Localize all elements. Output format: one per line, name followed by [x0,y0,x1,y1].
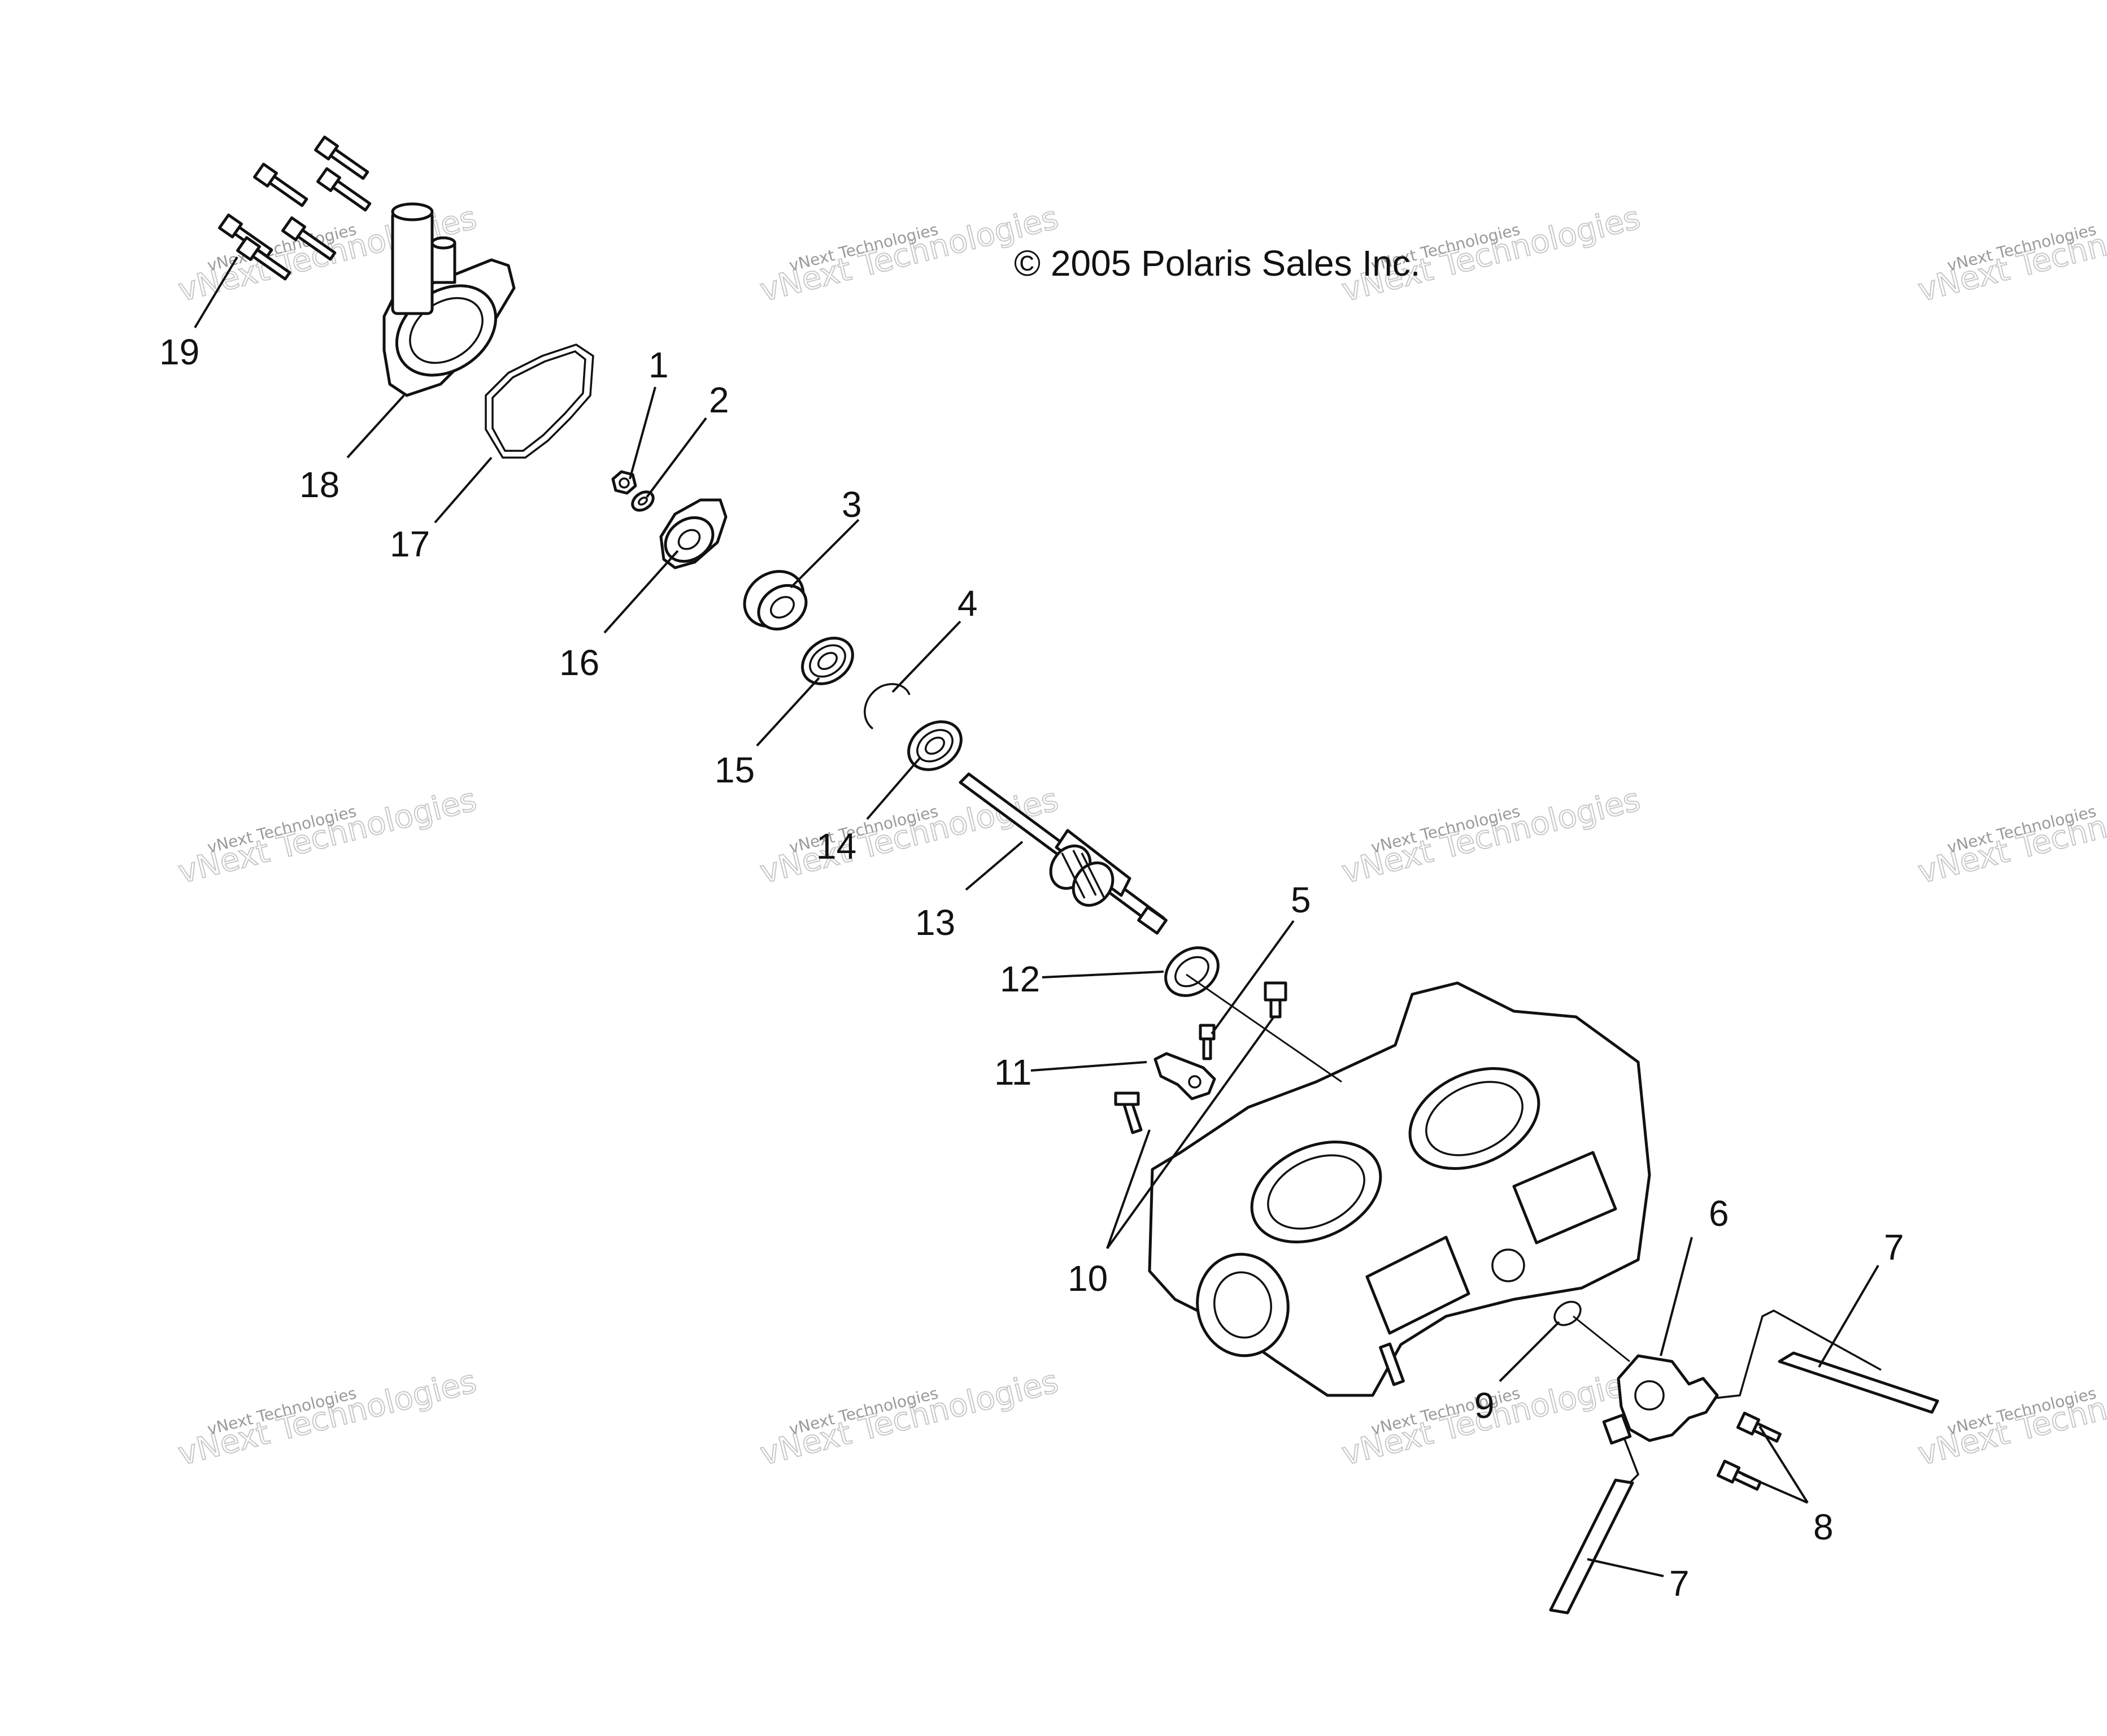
callout-2: 2 [709,380,729,420]
callout-17: 17 [390,524,430,564]
part-15-bearing [801,637,854,685]
part-7-oil-line-lower [1549,1437,1640,1615]
callout-4: 4 [957,583,978,624]
part-6-oil-pump [1602,1354,1719,1445]
part-5-screw [1199,1024,1216,1060]
part-4-circlip [864,683,911,730]
watermark-tile-12: vNext Technologies vNext Technologies [1914,1363,2107,1473]
watermark-tile-10: vNext Technologies vNext Technologies [756,1363,1063,1473]
copyright-text: © 2005 Polaris Sales Inc. [1014,243,1421,284]
callout-7-lower: 7 [1669,1563,1690,1604]
callouts: 1 2 3 4 5 6 7 7 8 9 10 11 12 13 14 15 16… [159,332,1904,1604]
callout-11: 11 [994,1052,1031,1093]
watermark-tile-9: vNext Technologies vNext Technologies [174,1363,481,1473]
callout-15: 15 [715,750,755,790]
part-12-bearing [1164,946,1220,997]
assembly-axes [1186,973,1630,1363]
part-2-washer [631,490,655,512]
callout-5: 5 [1291,880,1311,920]
callout-18: 18 [299,464,339,505]
watermark-tile-5: vNext Technologies vNext Technologies [174,781,481,891]
callout-1: 1 [648,345,669,385]
callout-10: 10 [1068,1258,1108,1299]
watermark-tile-8: vNext Technologies vNext Technologies [1914,781,2107,891]
callout-6: 6 [1709,1193,1729,1234]
part-10-fitting-b [1114,1091,1143,1134]
leader-lines [194,256,1879,1577]
callout-16: 16 [559,642,599,683]
callout-14: 14 [816,826,856,867]
watermark-tile-6: vNext Technologies vNext Technologies [756,781,1063,891]
part-16-impeller [659,498,728,569]
callout-3: 3 [842,484,862,525]
part-14-bearing [907,720,963,771]
part-19-bolts [218,136,372,281]
part-7-oil-line-upper [1714,1309,1939,1414]
watermark-tile-7: vNext Technologies vNext Technologies [1338,781,1644,891]
part-13-shaft [959,772,1168,935]
callout-9: 9 [1474,1385,1495,1426]
part-10-fitting-a [1264,981,1287,1019]
part-17-gasket [485,343,594,459]
part-11-bracket [1153,1052,1216,1100]
part-crankcase [1148,981,1651,1397]
callout-7-upper: 7 [1884,1227,1904,1268]
part-3-seal [743,569,808,631]
watermark-tile-4: vNext Technologies vNext Technologies [1914,199,2107,310]
callout-13: 13 [915,902,955,943]
callout-19: 19 [159,332,199,372]
part-8-bolts [1716,1411,1782,1491]
callout-12: 12 [1000,959,1040,999]
callout-8: 8 [1813,1507,1834,1547]
part-9-o-ring [1553,1300,1582,1326]
part-18-pump-housing [382,202,516,397]
